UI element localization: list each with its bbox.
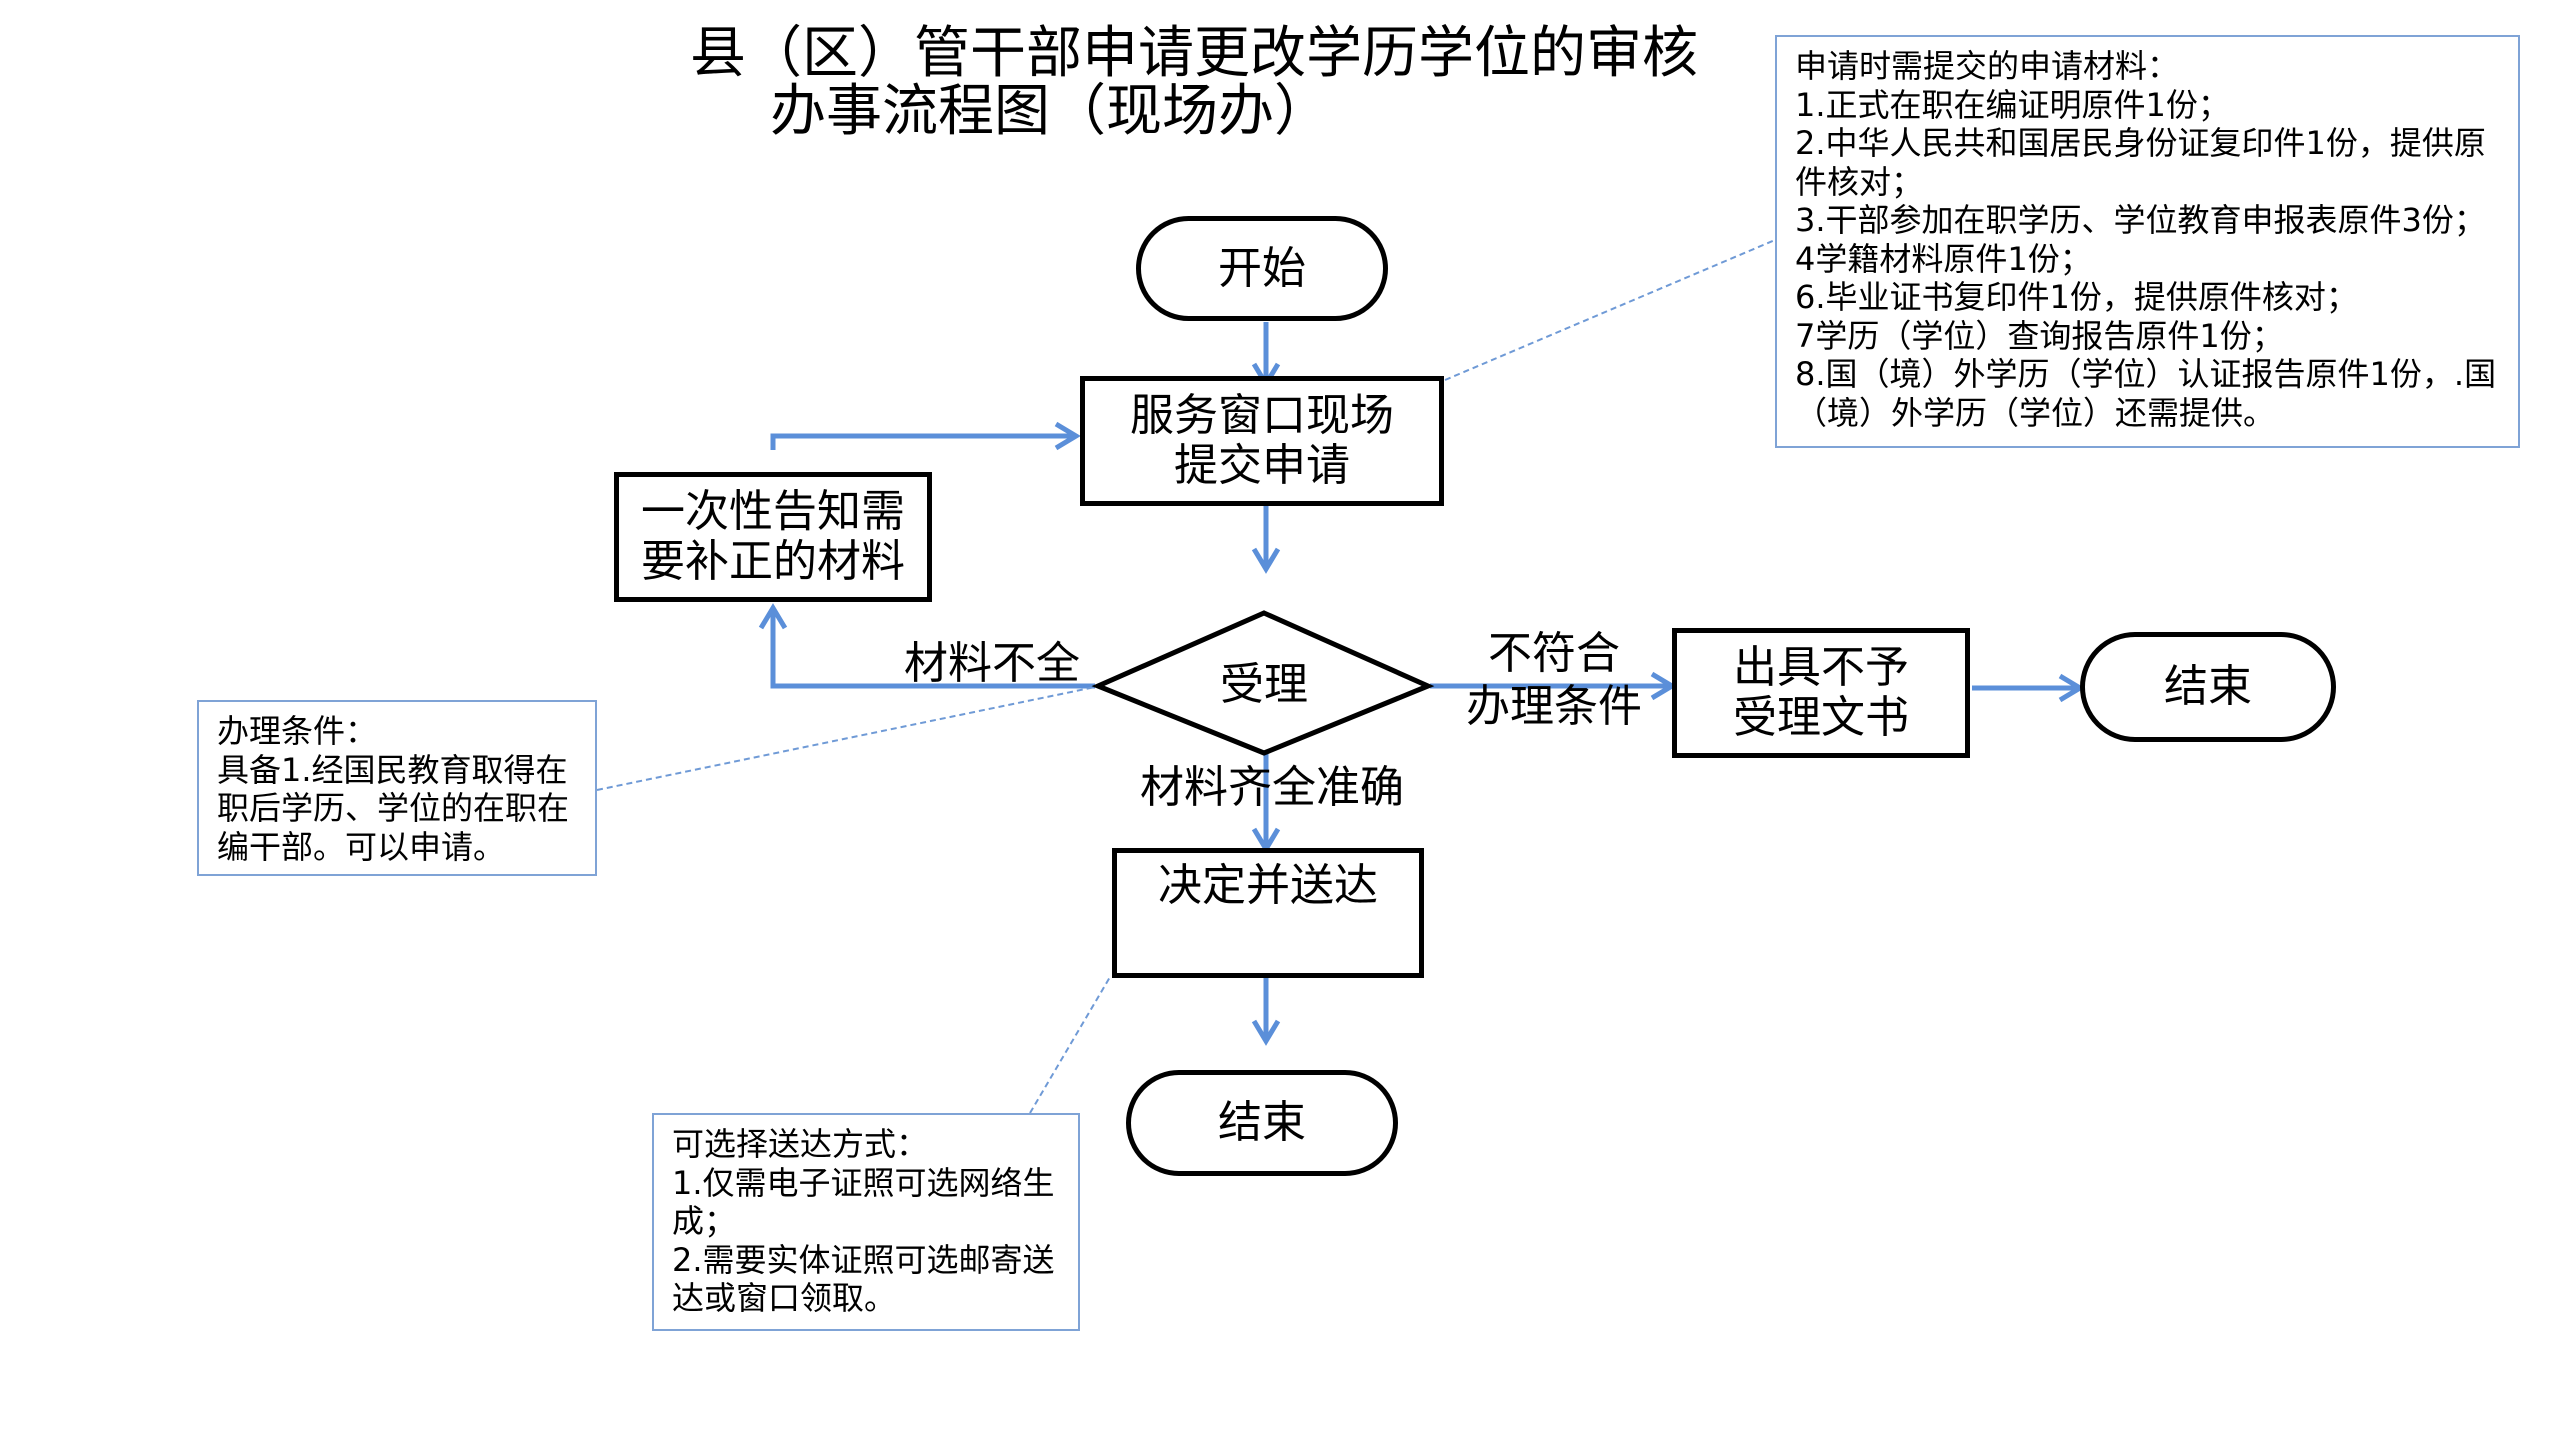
end-node-right: 结束	[2080, 632, 2336, 742]
conditions-note-line: 职后学历、学位的在职在	[217, 789, 570, 827]
materials-note-line: 1.正式在职在编证明原件1份；	[1795, 85, 2230, 124]
callout-line-materials	[1444, 239, 1776, 381]
conditions-note-line: 具备1.经国民教育取得在	[217, 750, 568, 789]
callout-line-conditions	[596, 685, 1101, 791]
end-node-bottom: 结束	[1126, 1070, 1398, 1176]
materials-note-line: 7学历（学位）查询报告原件1份；	[1795, 316, 2284, 355]
notify-correction-node: 一次性告知需 要补正的材料	[614, 472, 932, 602]
edge-label-not-qualified-1: 不符合	[1488, 628, 1620, 679]
notify-label-line-1: 一次性告知需	[641, 486, 905, 537]
delivery-note-line: 2.需要实体证照可选邮寄送	[672, 1240, 1055, 1279]
reject-document-node: 出具不予 受理文书	[1672, 628, 1970, 758]
end-bottom-label: 结束	[1218, 1097, 1306, 1148]
materials-note-line: 件核对；	[1795, 162, 1924, 201]
notify-label-line-2: 要补正的材料	[641, 536, 905, 587]
conditions-note: 办理条件： 具备1.经国民教育取得在 职后学历、学位的在职在 编干部。可以申请。	[197, 700, 597, 876]
reject-label-line-1: 出具不予	[1733, 642, 1909, 693]
delivery-note-line: 达或窗口领取。	[672, 1279, 897, 1317]
page-title-line-2: 办事流程图（现场办）	[770, 79, 1330, 144]
decide-deliver-node: 决定并送达	[1112, 848, 1424, 978]
materials-note-line: 6.毕业证书复印件1份，提供原件核对；	[1795, 278, 2358, 316]
materials-note-line: （境）外学历（学位）还需提供。	[1795, 393, 2276, 432]
materials-note-line: 3.干部参加在职学历、学位教育申报表原件3份；	[1795, 201, 2486, 239]
end-right-label: 结束	[2164, 661, 2252, 712]
accept-label: 受理	[1220, 659, 1308, 710]
page-title-line-1: 县（区）管干部申请更改学历学位的审核	[690, 21, 1698, 86]
submit-label-line-2: 提交申请	[1174, 440, 1350, 491]
edge-label-complete: 材料齐全准确	[1140, 762, 1404, 813]
materials-note-line: 4学籍材料原件1份；	[1795, 239, 2092, 278]
delivery-note-line: 1.仅需电子证照可选网络生	[672, 1163, 1055, 1202]
materials-note-line: 申请时需提交的申请材料：	[1795, 47, 2180, 85]
materials-note: 申请时需提交的申请材料： 1.正式在职在编证明原件1份； 2.中华人民共和国居民…	[1775, 35, 2520, 448]
accept-diamond	[1091, 610, 1435, 756]
edge-label-incomplete: 材料不全	[904, 638, 1080, 689]
arrow-accept-to-notify	[770, 612, 1095, 689]
arrow-notify-to-submit	[770, 433, 1072, 450]
delivery-note-line: 可选择送达方式：	[672, 1125, 929, 1163]
submit-application-node: 服务窗口现场 提交申请	[1080, 376, 1444, 506]
reject-label-line-2: 受理文书	[1733, 692, 1909, 743]
conditions-note-line: 办理条件：	[217, 712, 378, 750]
conditions-note-line: 编干部。可以申请。	[217, 827, 506, 866]
callout-line-delivery	[1029, 976, 1111, 1114]
start-node: 开始	[1136, 216, 1388, 321]
materials-note-line: 8.国（境）外学历（学位）认证报告原件1份，.国	[1795, 355, 2497, 393]
delivery-note-line: 成；	[672, 1202, 737, 1240]
edge-label-not-qualified-2: 办理条件	[1466, 681, 1642, 732]
decide-label: 决定并送达	[1158, 860, 1378, 911]
materials-note-line: 2.中华人民共和国居民身份证复印件1份，提供原	[1795, 124, 2486, 162]
submit-label-line-1: 服务窗口现场	[1130, 390, 1394, 441]
delivery-note: 可选择送达方式： 1.仅需电子证照可选网络生 成； 2.需要实体证照可选邮寄送 …	[652, 1113, 1080, 1331]
start-label: 开始	[1218, 242, 1306, 294]
